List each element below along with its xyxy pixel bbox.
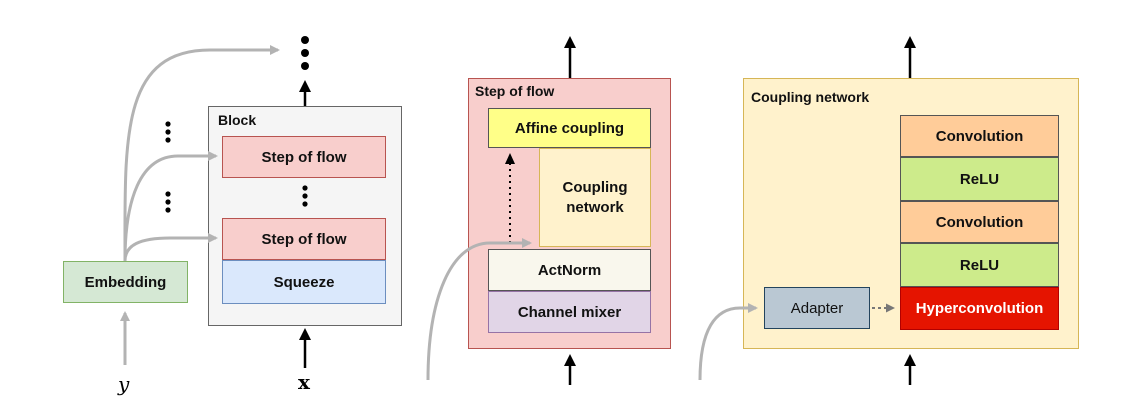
arrow-conditioning-to-adapter — [698, 303, 758, 381]
coupling-network-title: Coupling network — [751, 89, 870, 105]
channel-mixer-box: Channel mixer — [488, 291, 651, 333]
adapter-box: Adapter — [764, 287, 870, 329]
actnorm-box: ActNorm — [488, 249, 651, 291]
arrow-embedding-to-top — [123, 45, 280, 262]
input-y-label: y — [118, 372, 130, 396]
dots-block-middle — [302, 185, 308, 207]
coupling-network-label: Coupling network — [562, 178, 628, 216]
dots-left-lower — [165, 191, 171, 213]
affine-coupling-box: Affine coupling — [488, 108, 651, 148]
relu-box-2: ReLU — [900, 243, 1059, 287]
dots-top — [301, 36, 309, 70]
arrow-embedding-to-step1 — [123, 151, 218, 262]
hyperconvolution-box: Hyperconvolution — [900, 287, 1059, 330]
convolution-box-2: Convolution — [900, 201, 1059, 243]
dots-left-upper — [165, 121, 171, 143]
relu-box-1: ReLU — [900, 157, 1059, 201]
coupling-network-box: Coupling network — [539, 148, 651, 247]
input-x-label: x — [298, 370, 310, 394]
arrowhead-block-out — [299, 80, 311, 92]
arrow-embedding-to-step2 — [123, 233, 218, 262]
block-title: Block — [218, 112, 257, 128]
step-of-flow-title: Step of flow — [475, 83, 555, 99]
arrow-conditioning-to-coupling — [426, 238, 532, 381]
squeeze-box: Squeeze — [222, 260, 386, 304]
step-of-flow-box-1: Step of flow — [222, 136, 386, 178]
embedding-box: Embedding — [63, 261, 188, 303]
step-of-flow-box-2: Step of flow — [222, 218, 386, 260]
arrowhead-x — [299, 328, 311, 340]
convolution-box-1: Convolution — [900, 115, 1059, 157]
